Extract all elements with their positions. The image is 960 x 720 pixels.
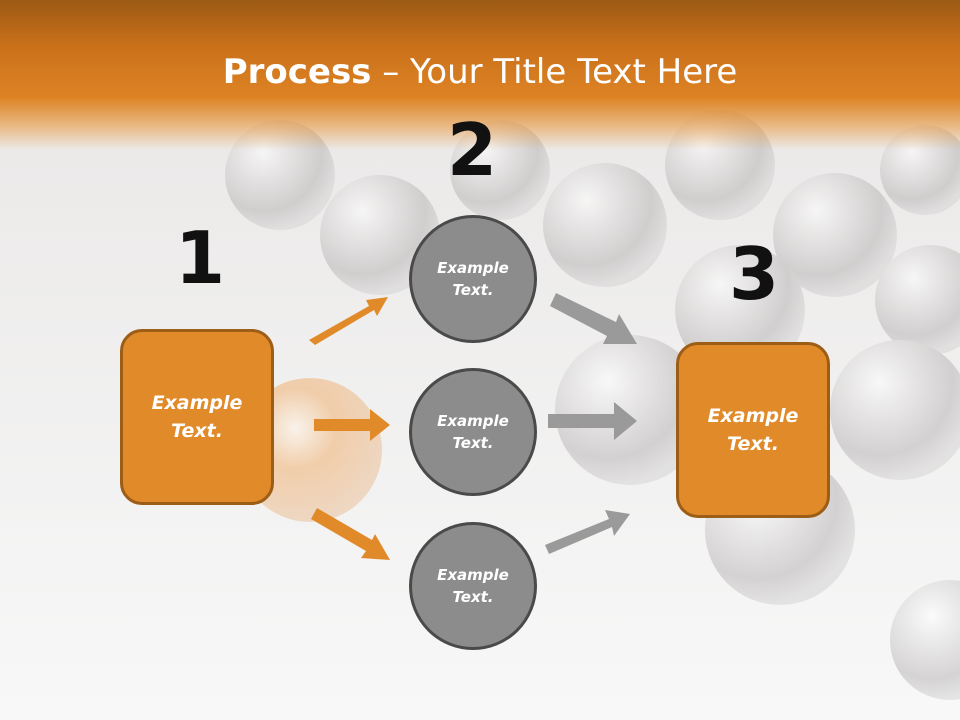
- circle-middle-line1: Example: [437, 411, 509, 430]
- circle-bottom-line1: Example: [437, 565, 509, 584]
- box-end-line1: Example: [707, 404, 799, 427]
- title-rest: – Your Title Text Here: [371, 52, 738, 92]
- title-strong: Process: [222, 52, 372, 92]
- circle-top-line1: Example: [437, 258, 509, 277]
- circle-middle-line2: Text.: [452, 434, 494, 452]
- title-banner: [0, 0, 960, 150]
- circle-bottom-line2: Text.: [452, 588, 494, 606]
- step-number-3: 3: [728, 232, 780, 316]
- slide-title: Process – Your Title Text Here: [0, 52, 960, 92]
- step-number-1: 1: [174, 216, 226, 300]
- circle-top-line2: Text.: [452, 281, 494, 299]
- box-start-line2: Text.: [171, 420, 223, 442]
- step-number-2: 2: [446, 108, 498, 192]
- box-end-line2: Text.: [727, 433, 779, 455]
- box-start-line1: Example: [151, 391, 243, 414]
